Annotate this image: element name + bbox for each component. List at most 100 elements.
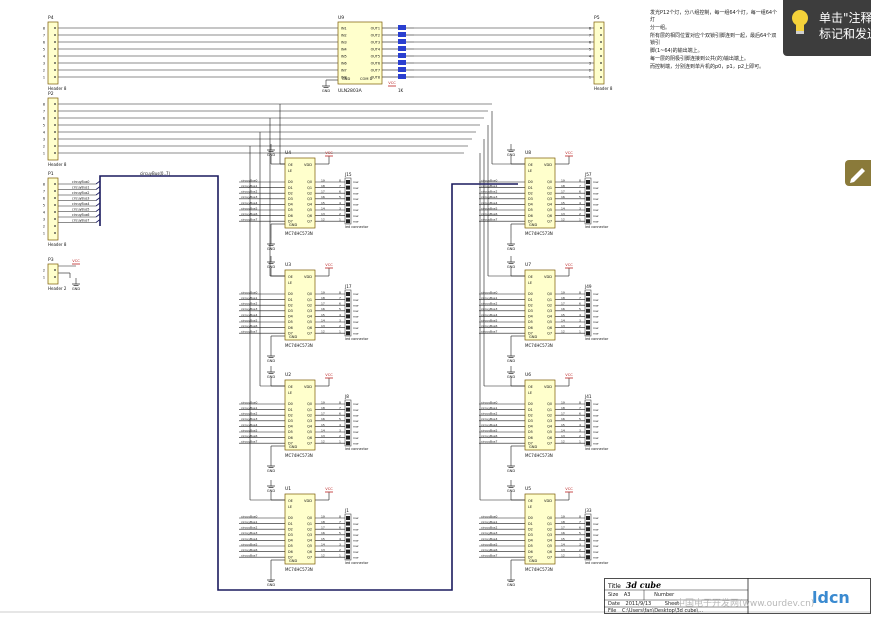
- pin-number: 12: [321, 218, 325, 222]
- pin-number: 16: [321, 307, 325, 311]
- pin-number: 5: [579, 531, 581, 535]
- pin-label: D2: [288, 527, 293, 531]
- pin-label: Q0: [547, 292, 552, 296]
- pin-dot: [54, 62, 56, 64]
- pin-number: 3: [339, 206, 341, 210]
- vcc-label: VCC: [388, 81, 396, 85]
- net-label: circuyBus0: [241, 290, 257, 294]
- file-label: File: [608, 608, 617, 614]
- pin-number: 4: [339, 423, 341, 427]
- net-label: circuyBus5: [241, 206, 257, 210]
- pin-number: 8: [579, 400, 581, 404]
- jack-ref: J41: [584, 394, 592, 399]
- pin-label: GND: [529, 445, 537, 449]
- pin-dot: [54, 197, 56, 199]
- jack-row-label: row: [353, 214, 359, 218]
- pin-label: D0: [528, 402, 533, 406]
- jack-pin: [586, 208, 590, 212]
- pin-label: D5: [288, 208, 293, 212]
- pin-dot: [600, 55, 602, 57]
- chip-part: MC74HC573N: [525, 567, 553, 572]
- pin-label: D3: [288, 309, 293, 313]
- vcc-label: VCC: [325, 151, 333, 155]
- jack-pin: [346, 219, 350, 224]
- oe-gnd-label: GND: [267, 489, 275, 493]
- jack-pin: [586, 314, 590, 319]
- pin-number: 4: [339, 313, 341, 317]
- pin-label: Q2: [547, 527, 552, 531]
- pin-label: D4: [528, 539, 533, 543]
- pin-label: Q3: [547, 197, 552, 201]
- net-label: circuyBus3: [481, 531, 497, 535]
- pin-number: 5: [339, 195, 341, 199]
- pin-number: 14: [321, 318, 325, 322]
- jack-row-label: row: [593, 326, 599, 330]
- jack-row-label: row: [593, 315, 599, 319]
- pin-label: Q5: [307, 430, 312, 434]
- pin-label: D4: [288, 203, 293, 207]
- pin-number: 13: [561, 548, 565, 552]
- jack-pin: [346, 297, 350, 302]
- pin-number: 6: [43, 197, 45, 201]
- title-field: Title 3d cube: [608, 580, 661, 590]
- pin-number: 6: [339, 526, 341, 530]
- jack-pin: [586, 219, 590, 224]
- pin-label: Q1: [307, 298, 312, 302]
- pin-label: Q4: [307, 203, 312, 207]
- jack-row-label: row: [353, 326, 359, 330]
- comment-tooltip[interactable]: 单击"注释 标记和发送: [783, 0, 871, 56]
- pin-number: 13: [321, 212, 325, 216]
- sign-tool-button[interactable]: [845, 160, 871, 186]
- jack-pin: [346, 213, 350, 218]
- note-line: 脚(1~64)的输出端上。: [650, 48, 703, 54]
- net-label: circuyBus1: [481, 184, 497, 188]
- pin-dot: [600, 27, 602, 29]
- jack-ref: J49: [584, 284, 592, 289]
- jack-row-label: row: [353, 197, 359, 201]
- pin-number: 14: [321, 428, 325, 432]
- pin-label: Q4: [547, 425, 552, 429]
- chip-part: MC74HC573N: [525, 453, 553, 458]
- jack-pin: [346, 407, 350, 412]
- pin-dot: [54, 55, 56, 57]
- title-block: Title 3d cube Size A3 Number Date 2011/9…: [604, 578, 871, 614]
- jack-row-label: row: [353, 219, 359, 223]
- date-value: 2011/9/13: [625, 601, 652, 607]
- pin-label: D7: [528, 219, 533, 223]
- pin-number: 17: [321, 190, 325, 194]
- pin-number: 12: [321, 330, 325, 334]
- jack-row-label: row: [353, 441, 359, 445]
- pin-label: Q5: [547, 208, 552, 212]
- jack-row-label: row: [593, 441, 599, 445]
- pin-number: 8: [43, 183, 45, 187]
- pin-label: VDD: [304, 385, 312, 389]
- header-connector: [593, 21, 605, 85]
- jack-ref: J57: [584, 172, 592, 177]
- tooltip-line-1: 单击"注释: [819, 11, 871, 25]
- pin-label: OUT1: [371, 27, 380, 31]
- size-value: A3: [623, 592, 631, 598]
- pin-label: Q3: [547, 419, 552, 423]
- jack-pin: [346, 308, 350, 313]
- chip-part: MC74HC573N: [285, 231, 313, 236]
- pin-number: 12: [561, 330, 565, 334]
- net-label: circuyBus6: [241, 324, 257, 328]
- pin-label: Q7: [307, 219, 312, 223]
- resistor: [398, 60, 406, 65]
- pin-label: GND: [529, 335, 537, 339]
- jack-pin: [586, 180, 590, 184]
- pin-label: D3: [528, 533, 533, 537]
- note-line: 分一组。: [650, 25, 671, 31]
- pin-number: 5: [579, 195, 581, 199]
- number-label: Number: [654, 592, 675, 598]
- pin-dot: [54, 131, 56, 133]
- pin-number: 8: [339, 514, 341, 518]
- pin-label: Q0: [307, 402, 312, 406]
- pin-dot: [54, 69, 56, 71]
- pin-number: 1: [43, 152, 45, 156]
- net-label: circuyBus2: [481, 190, 497, 194]
- net-label: circuyBus1: [72, 186, 89, 190]
- jack-row-label: row: [353, 555, 359, 559]
- pin-number: 18: [321, 296, 325, 300]
